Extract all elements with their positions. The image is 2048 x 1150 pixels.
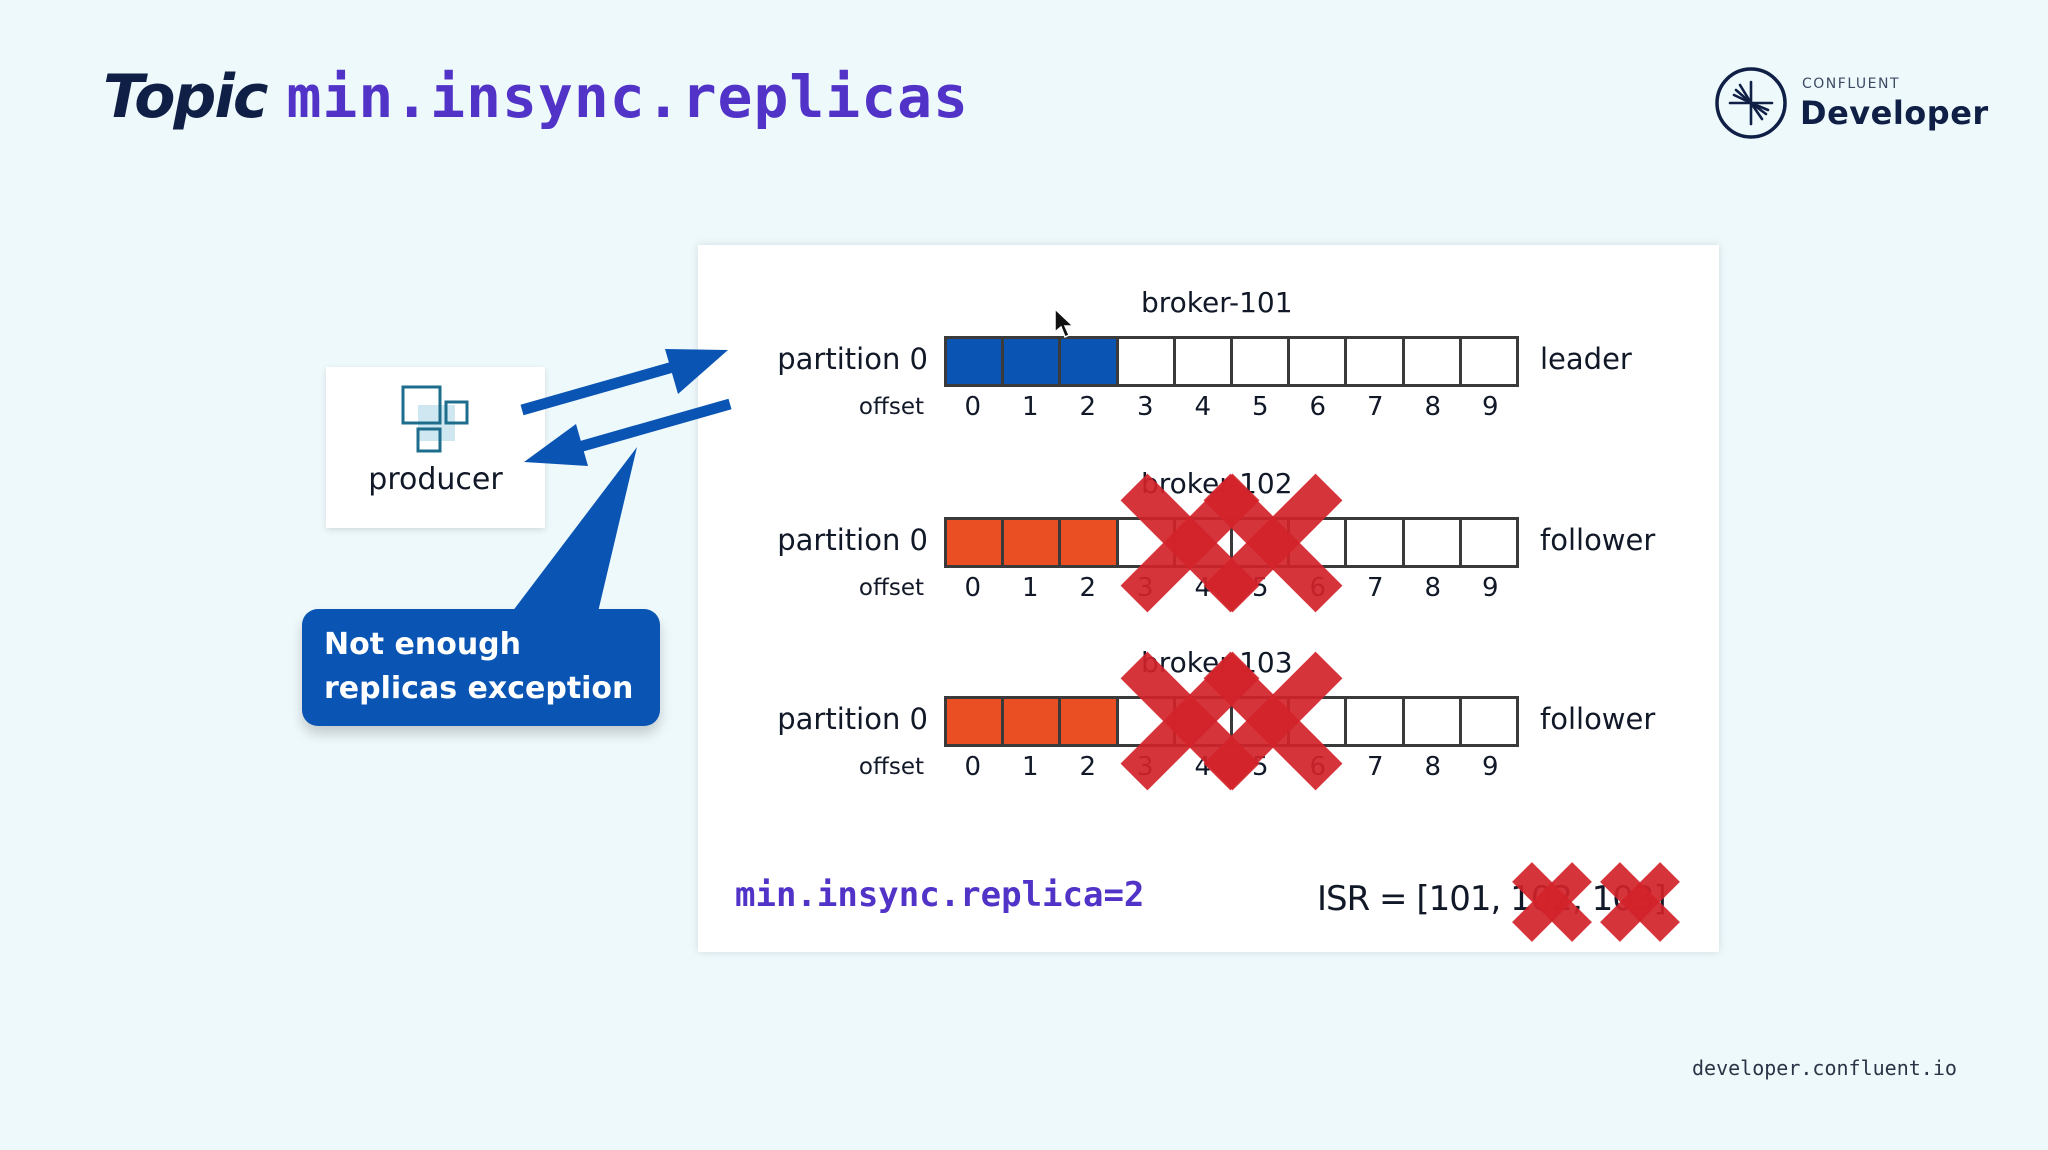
- log-cell-empty: [1290, 339, 1348, 384]
- min-insync-config: min.insync.replica=2: [735, 875, 1145, 915]
- confluent-developer-logo: CONFLUENT Developer: [1714, 66, 2004, 142]
- offset-number: 5: [1251, 392, 1269, 422]
- log-cell-filled: [1004, 699, 1062, 744]
- partition-log: [944, 336, 1519, 387]
- offset-number: 0: [964, 392, 982, 422]
- log-cell-empty: [1233, 339, 1291, 384]
- offset-number: 4: [1194, 392, 1212, 422]
- partition-label: partition 0: [777, 342, 928, 376]
- mouse-cursor-icon: [1054, 308, 1075, 339]
- log-cell-filled: [1004, 339, 1062, 384]
- log-cell-filled: [1004, 520, 1062, 565]
- partition-label: partition 0: [777, 523, 928, 557]
- exception-callout-text: Not enough replicas exception: [324, 627, 634, 706]
- log-cell-filled: [1061, 699, 1119, 744]
- logo-product-text: Developer: [1800, 94, 1989, 132]
- offset-number: 3: [1136, 392, 1154, 422]
- offset-numbers: 0 1 2 3 4 5 6 7 8 9: [944, 392, 1519, 422]
- offset-number: 0: [964, 752, 982, 782]
- offset-number: 7: [1366, 752, 1384, 782]
- title-word: Topic: [103, 62, 268, 132]
- producer-squares-icon: [401, 385, 469, 453]
- offset-label: offset: [858, 575, 924, 601]
- log-cell-empty: [1347, 699, 1405, 744]
- callout-tail: [512, 447, 637, 612]
- log-cell-empty: [1461, 520, 1517, 565]
- replica-role: leader: [1540, 342, 1632, 376]
- offset-number: 8: [1424, 573, 1442, 603]
- log-cell-empty: [1347, 520, 1405, 565]
- title-code: min.insync.replicas: [286, 63, 969, 131]
- offset-number: 2: [1079, 392, 1097, 422]
- offset-number: 2: [1079, 573, 1097, 603]
- log-cell-empty: [1404, 339, 1462, 384]
- log-cell-empty: [1461, 339, 1517, 384]
- offset-number: 1: [1021, 752, 1039, 782]
- broker-failed-x-icon: [1203, 651, 1343, 791]
- replication-diagram-panel: broker-101 partition 0 leader offset 0 1 2 3 4 5 6…: [698, 245, 1719, 952]
- log-cell-empty: [1175, 339, 1234, 384]
- log-cell-empty: [1404, 520, 1462, 565]
- offset-number: 1: [1021, 392, 1039, 422]
- log-cell-filled: [947, 520, 1005, 565]
- slide-title: Topic min.insync.replicas: [103, 62, 969, 142]
- log-cell-empty: [1347, 339, 1405, 384]
- offset-number: 6: [1309, 392, 1327, 422]
- confluent-starburst-icon: [1715, 67, 1787, 139]
- partition-label: partition 0: [777, 702, 928, 736]
- broker-failed-x-icon: [1203, 473, 1343, 613]
- producer-label: producer: [368, 462, 503, 497]
- offset-label: offset: [858, 394, 924, 420]
- exception-callout: Not enough replicas exception: [302, 609, 660, 726]
- offset-number: 7: [1366, 392, 1384, 422]
- offset-number: 1: [1021, 573, 1039, 603]
- offset-number: 9: [1481, 752, 1499, 782]
- offset-number: 9: [1481, 392, 1499, 422]
- offset-number: 8: [1424, 752, 1442, 782]
- producer-card: producer: [326, 367, 545, 528]
- isr-removed-x-icon: [1600, 862, 1680, 942]
- offset-number: 0: [964, 573, 982, 603]
- log-cell-filled: [1061, 339, 1119, 384]
- log-cell-filled: [947, 699, 1005, 744]
- offset-number: 7: [1366, 573, 1384, 603]
- offset-number: 2: [1079, 752, 1097, 782]
- error-response-arrow: [524, 398, 732, 466]
- broker-name: broker-101: [1141, 286, 1293, 319]
- log-cell-empty: [1404, 699, 1462, 744]
- logo-company-text: CONFLUENT: [1802, 76, 1901, 92]
- replica-role: follower: [1540, 702, 1656, 736]
- offset-label: offset: [858, 754, 924, 780]
- log-cell-empty: [1118, 339, 1176, 384]
- log-cell-empty: [1461, 699, 1517, 744]
- footer-url: developer.confluent.io: [1692, 1056, 1957, 1080]
- offset-number: 9: [1481, 573, 1499, 603]
- isr-removed-x-icon: [1512, 862, 1592, 942]
- offset-number: 8: [1424, 392, 1442, 422]
- send-arrow: [520, 349, 728, 416]
- log-cell-filled: [1061, 520, 1119, 565]
- log-cell-filled: [947, 339, 1005, 384]
- replica-role: follower: [1540, 523, 1656, 557]
